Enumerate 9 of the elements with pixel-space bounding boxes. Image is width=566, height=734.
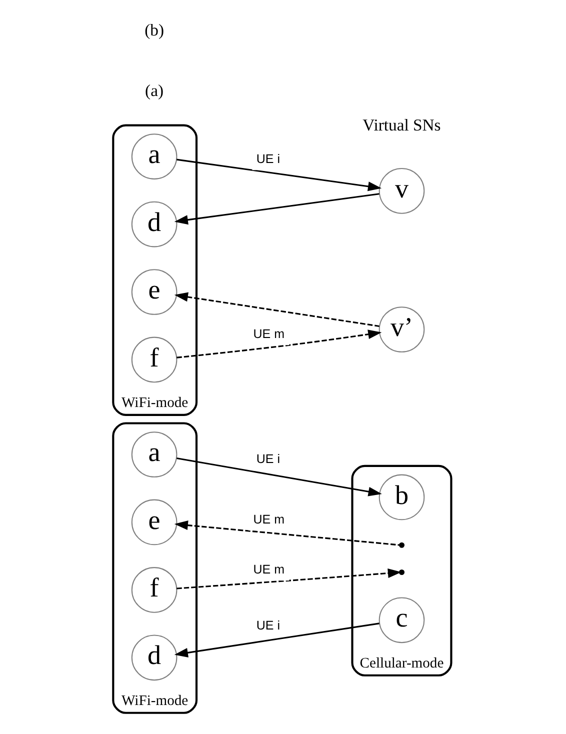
label: (a) — [144, 80, 164, 100]
edge-label: UE i — [256, 152, 280, 166]
edge-label: UE m — [252, 562, 284, 576]
label: Virtual SNs — [362, 115, 440, 134]
edge-label: UE m — [252, 512, 284, 526]
edge-label: UE i — [256, 618, 280, 633]
label: (b) — [144, 20, 164, 40]
edge-label: UE i — [256, 452, 280, 466]
edge-label: UE m — [252, 326, 284, 341]
